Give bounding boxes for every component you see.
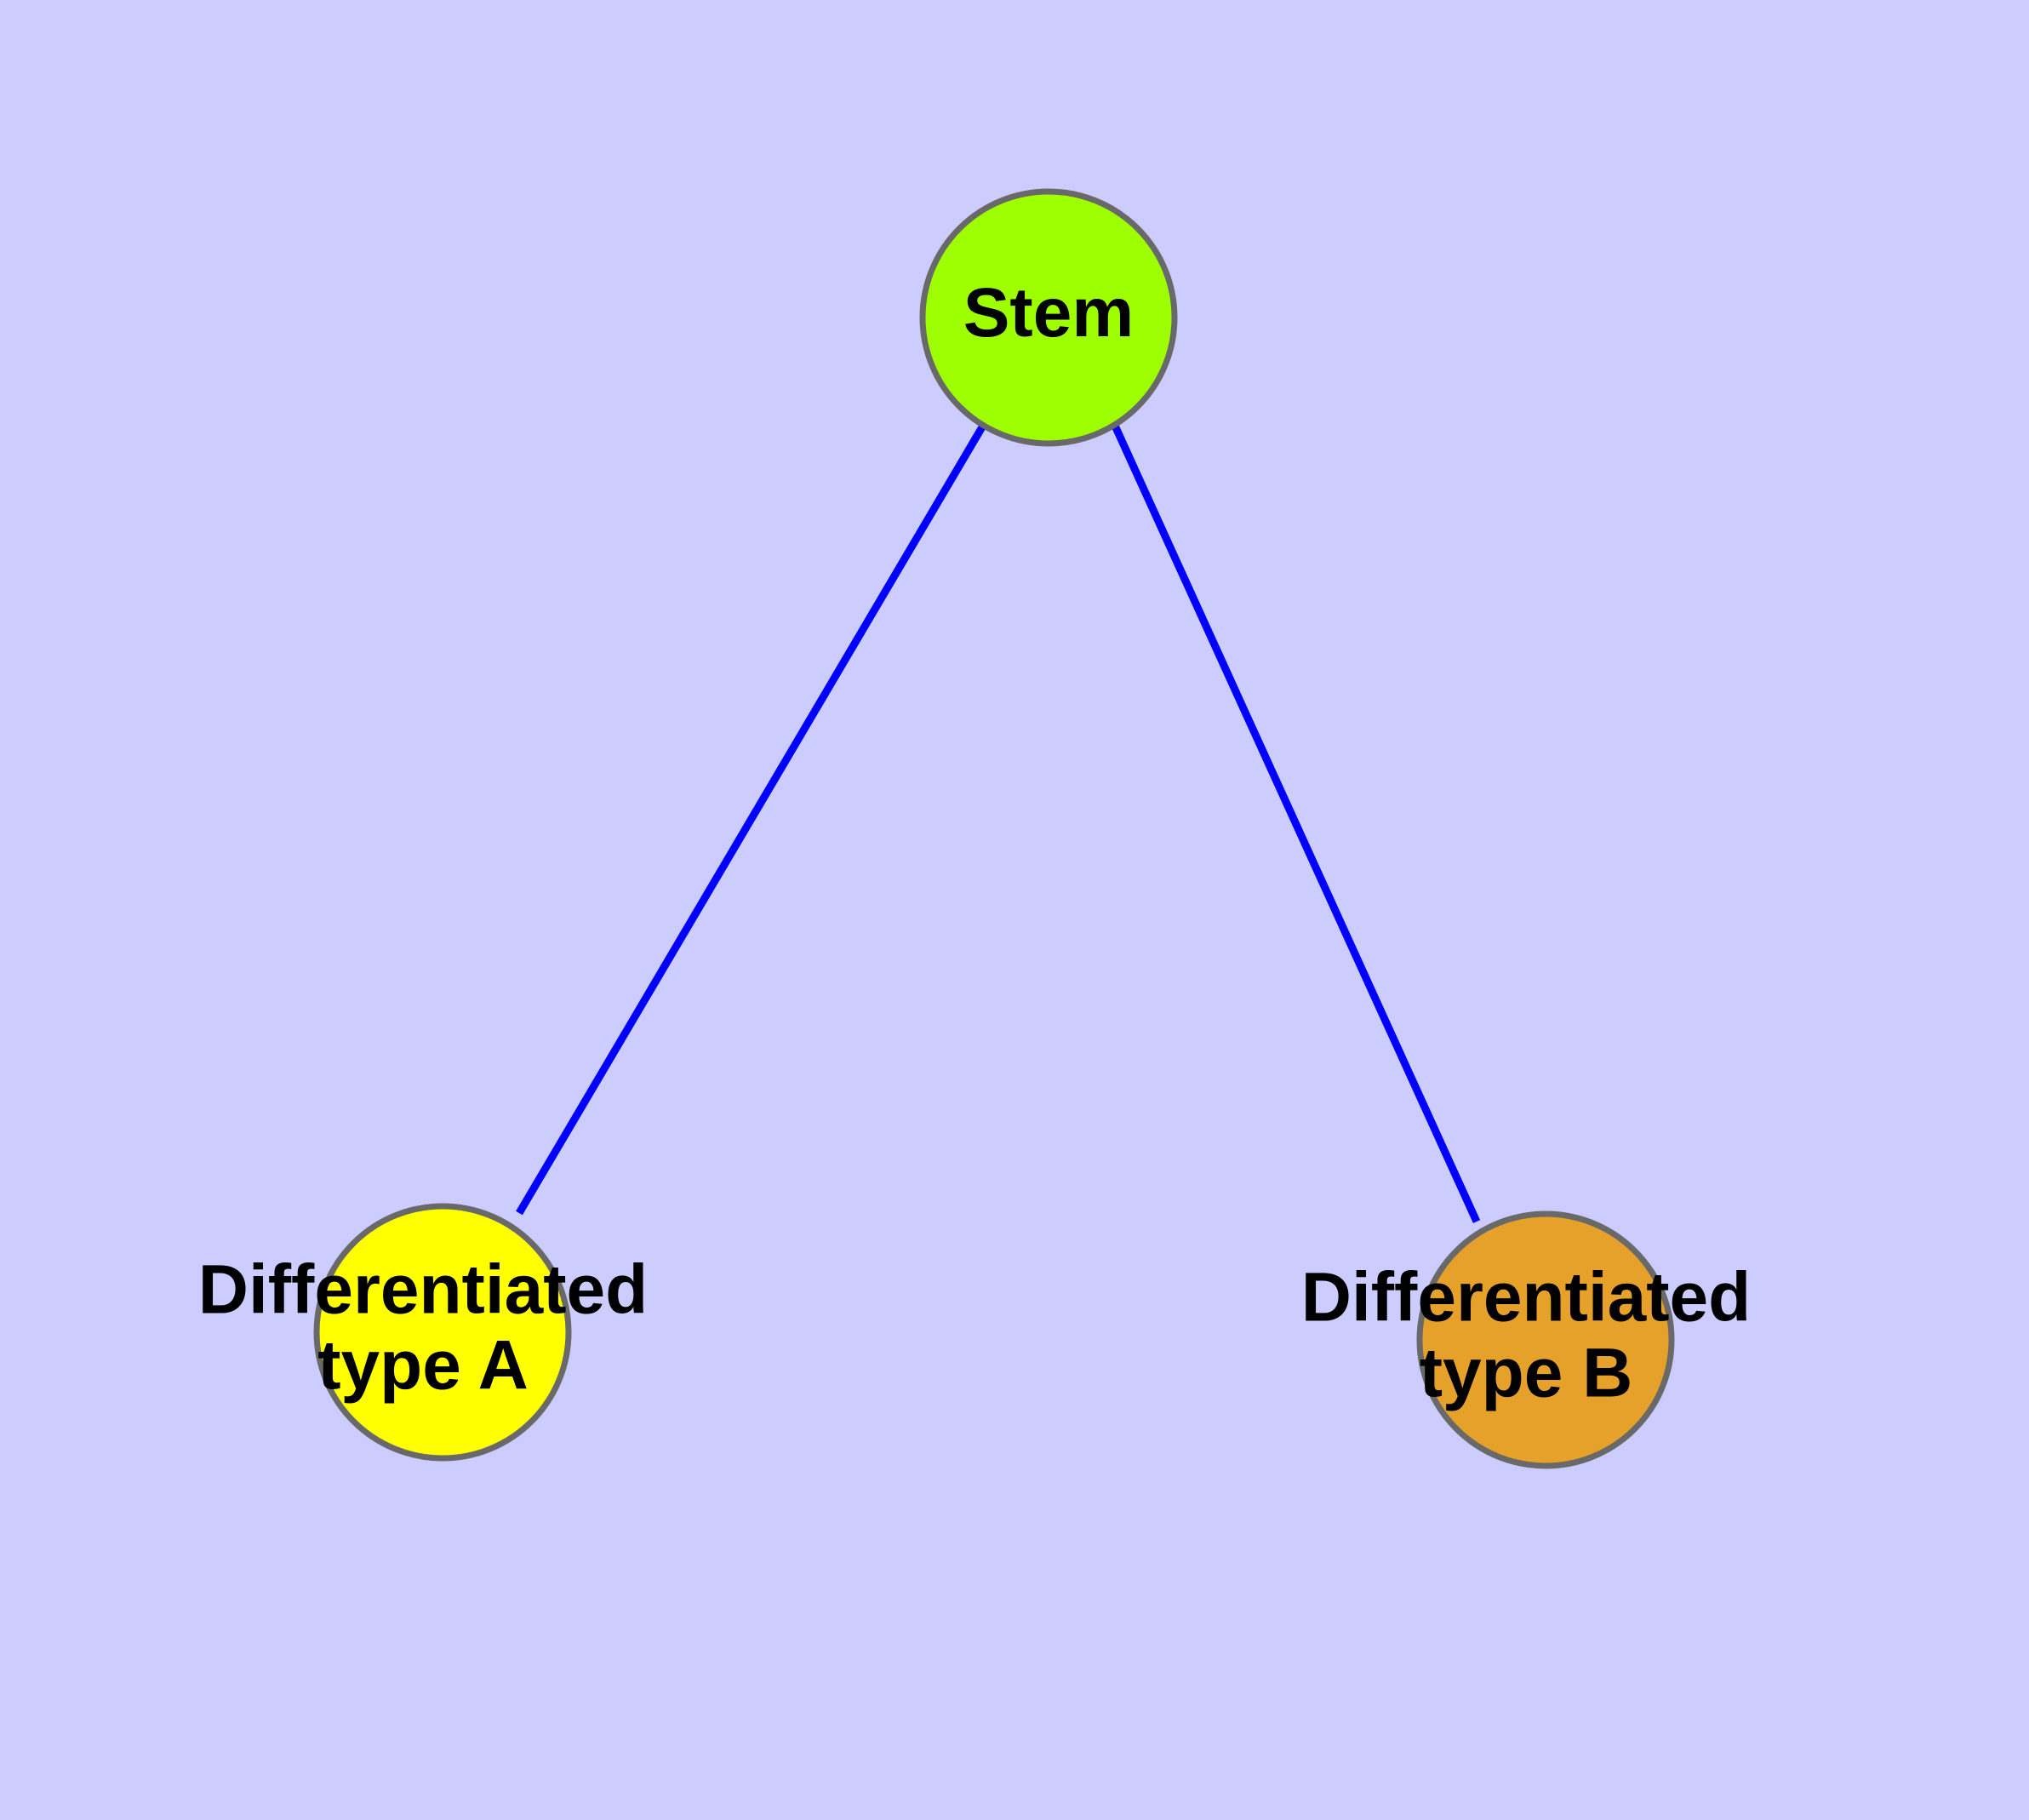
node-label-line: type B [1420, 1334, 1633, 1411]
graph-node-diff_b[interactable] [1416, 1210, 1675, 1469]
graph-node-stem[interactable] [919, 188, 1178, 447]
node-label-line: Differentiated [1301, 1258, 1752, 1336]
graph-node-diff_a[interactable] [313, 1203, 572, 1462]
node-label-stem: Stem [963, 274, 1135, 352]
node-label-line: Differentiated [198, 1251, 649, 1328]
node-label-line: Stem [963, 274, 1135, 352]
graph-edge-stem-diff_b[interactable] [1111, 424, 1481, 1223]
graph-edge-stem-diff_a[interactable] [516, 423, 986, 1216]
edges-layer [516, 423, 1481, 1223]
node-label-line: type A [317, 1326, 529, 1404]
nodes-layer [313, 188, 1675, 1469]
